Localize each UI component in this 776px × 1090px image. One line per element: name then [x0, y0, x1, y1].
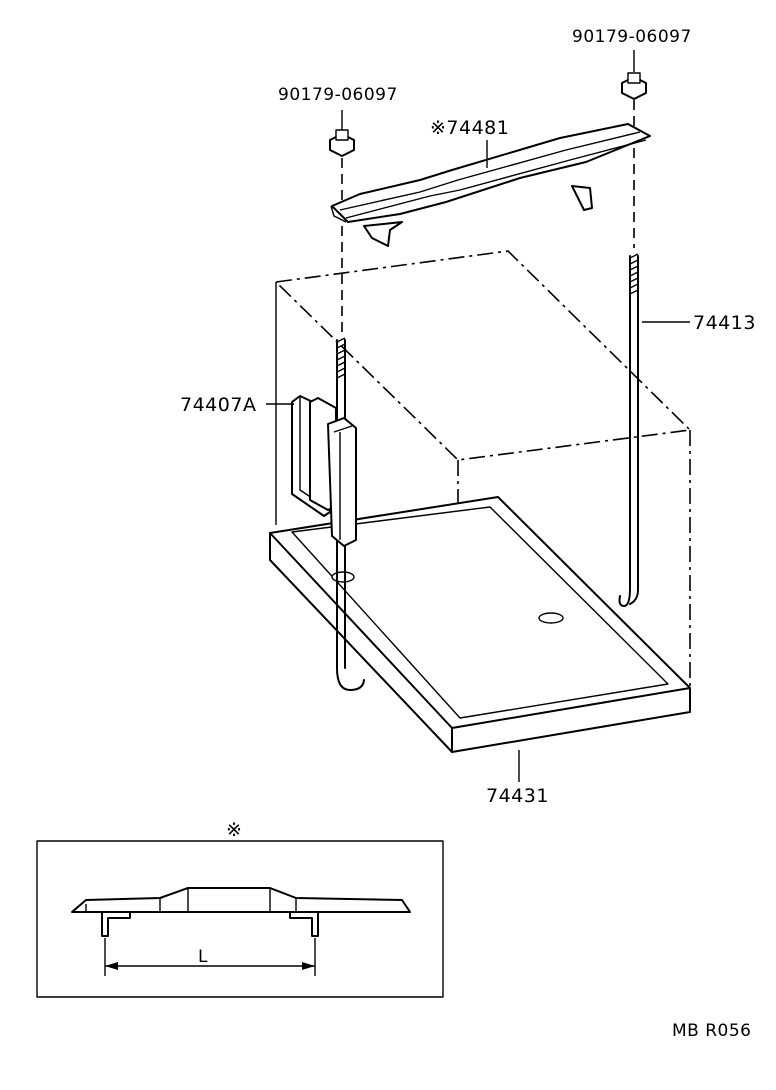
battery-clamp	[330, 123, 651, 247]
label-nut-right: 90179-06097	[572, 27, 692, 47]
label-rod-right: 74413	[693, 312, 756, 334]
label-hook-bracket: 74407A	[180, 394, 256, 416]
footer-code: MB R056	[672, 1021, 752, 1041]
label-tray: 74431	[486, 785, 549, 807]
nut-left	[329, 129, 355, 200]
nut-right	[621, 72, 647, 248]
dimension-label: L	[198, 947, 208, 967]
leader-lines	[266, 50, 690, 782]
hook-bracket	[291, 395, 357, 547]
right-hook-rod	[618, 253, 639, 607]
detail-inset: ※ L	[36, 819, 444, 998]
detail-mark: ※	[226, 819, 242, 841]
label-clamp: ※74481	[430, 117, 509, 139]
label-nut-left: 90179-06097	[278, 85, 398, 105]
